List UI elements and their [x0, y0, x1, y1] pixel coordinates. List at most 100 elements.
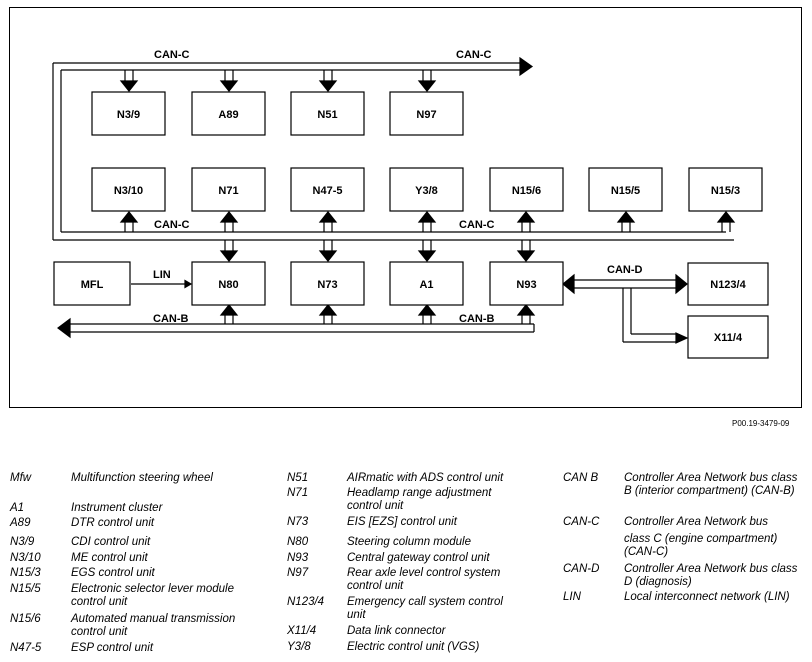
node-n3-9: N3/9	[91, 91, 166, 136]
legend-desc: Rear axle level control system control u…	[347, 567, 501, 592]
legend-desc: CDI control unit	[71, 536, 151, 548]
legend-desc: Controller Area Network bus	[624, 516, 769, 528]
node-n51-label: N51	[317, 109, 337, 121]
legend-code: N71	[287, 487, 309, 499]
figure-reference: P00.19-3479-09	[732, 419, 790, 428]
legend-code: N51	[287, 472, 309, 484]
node-n93: N93	[489, 261, 564, 306]
node-n97: N97	[389, 91, 464, 136]
node-n47-5-label: N47-5	[313, 185, 343, 197]
legend-code: LIN	[563, 591, 581, 603]
node-a89: A89	[191, 91, 266, 136]
node-x11-4-label: X11/4	[714, 332, 743, 344]
legend-desc: class C (engine compartment) (CAN-C)	[624, 533, 778, 558]
legend-code: N80	[287, 536, 309, 548]
legend-desc: EGS control unit	[71, 567, 155, 579]
node-n123-4-label: N123/4	[710, 279, 746, 291]
can-c-mid-bus	[53, 231, 734, 241]
legend-code: N15/3	[10, 567, 41, 579]
node-mfl-label: MFL	[81, 279, 104, 291]
legend-code: N93	[287, 552, 309, 564]
legend-code: X11/4	[287, 625, 317, 637]
bus-label-can-c: CAN-C	[154, 219, 189, 231]
can-b-risers	[219, 304, 536, 332]
legend-desc: ME control unit	[71, 552, 148, 564]
can-c-row3-drops	[219, 240, 536, 262]
legend-code: A1	[10, 502, 25, 514]
legend-column-3: CAN B Controller Area Network bus class B…	[563, 472, 808, 612]
node-n97-label: N97	[416, 109, 436, 121]
bus-label-can-d: CAN-D	[607, 264, 642, 276]
node-n93-label: N93	[516, 279, 536, 291]
legend-desc: Headlamp range adjustment control unit	[347, 487, 492, 512]
node-n73-label: N73	[317, 279, 337, 291]
can-d-bus	[562, 273, 689, 344]
legend-code: N3/9	[10, 536, 35, 548]
bus-label-can-c: CAN-C	[456, 49, 491, 61]
diagram-frame	[9, 7, 802, 408]
node-n15-6: N15/6	[489, 167, 564, 212]
node-n3-10: N3/10	[91, 167, 166, 212]
legend-code: CAN B	[563, 472, 599, 484]
network-topology-diagram: N3/9 A89 N51 N97 N3/10 N71 N47-5 Y3/8	[9, 7, 802, 408]
node-n15-5-label: N15/5	[611, 185, 640, 197]
legend-desc: Multifunction steering wheel	[71, 472, 213, 484]
node-n71-label: N71	[218, 185, 238, 197]
node-mfl: MFL	[53, 261, 131, 306]
legend-code: N15/6	[10, 613, 41, 625]
node-n51: N51	[290, 91, 365, 136]
node-n71: N71	[191, 167, 266, 212]
legend-code: A89	[10, 517, 31, 529]
legend-desc: Electronic selector lever module control…	[71, 583, 234, 608]
node-y3-8-label: Y3/8	[415, 185, 438, 197]
legend-desc: Electric control unit (VGS)	[347, 641, 480, 653]
node-n47-5: N47-5	[290, 167, 365, 212]
can-c-mid-risers	[119, 211, 736, 232]
node-y3-8: Y3/8	[389, 167, 464, 212]
node-a89-label: A89	[218, 109, 238, 121]
legend-desc: AIRmatic with ADS control unit	[347, 472, 504, 484]
legend-code: N73	[287, 516, 309, 528]
legend-desc: DTR control unit	[71, 517, 155, 529]
legend-desc: ESP control unit	[71, 642, 154, 654]
legend-code: Mfw	[10, 472, 32, 484]
legend-code: N123/4	[287, 596, 325, 608]
bus-label-can-c: CAN-C	[154, 49, 189, 61]
node-n3-10-label: N3/10	[114, 185, 143, 197]
legend-desc: Central gateway control unit	[347, 552, 490, 564]
bus-label-lin: LIN	[153, 269, 171, 281]
legend-desc: Controller Area Network bus class D (dia…	[624, 563, 798, 588]
legend-code: Y3/8	[287, 641, 311, 653]
legend-code: CAN-C	[563, 516, 600, 528]
node-a1: A1	[389, 261, 464, 306]
bus-label-can-b: CAN-B	[459, 313, 494, 325]
node-n73: N73	[290, 261, 365, 306]
legend-desc: Emergency call system control unit	[347, 596, 503, 621]
can-c-top-bus	[52, 56, 534, 240]
node-n80-label: N80	[218, 279, 238, 291]
node-a1-label: A1	[419, 279, 433, 291]
bus-label-can-b: CAN-B	[153, 313, 188, 325]
node-n15-5: N15/5	[588, 167, 663, 212]
legend-desc: Controller Area Network bus class B (int…	[624, 472, 798, 497]
can-b-bus	[57, 317, 534, 339]
legend-desc: Steering column module	[347, 536, 472, 548]
legend-code: N97	[287, 567, 309, 579]
node-n3-9-label: N3/9	[117, 109, 140, 121]
legend-code: N15/5	[10, 583, 41, 595]
legend-code: N3/10	[10, 552, 41, 564]
legend-desc: Instrument cluster	[71, 502, 163, 514]
node-n80: N80	[191, 261, 266, 306]
legend-code: N47-5	[10, 642, 42, 654]
node-n123-4: N123/4	[687, 262, 769, 306]
can-c-top-drops	[119, 70, 437, 92]
legend-desc: Automated manual transmission control un…	[71, 613, 236, 638]
node-n15-6-label: N15/6	[512, 185, 541, 197]
node-x11-4: X11/4	[687, 315, 769, 359]
legend-column-1: Mfw Multifunction steering wheel A1 Instru…	[10, 472, 280, 657]
legend-column-2: N51 AIRmatic with ADS control unit N71 Hea…	[287, 472, 557, 657]
node-n15-3: N15/3	[688, 167, 763, 212]
node-n15-3-label: N15/3	[711, 185, 740, 197]
legend-desc: Local interconnect network (LIN)	[624, 591, 790, 603]
lin-bus	[131, 279, 193, 289]
